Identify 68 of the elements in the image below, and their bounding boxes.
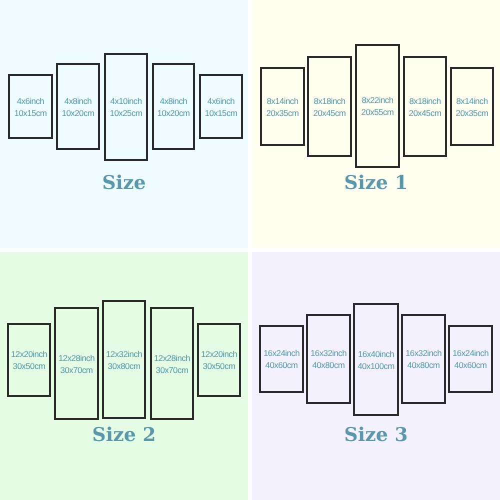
dimension-text: 16x32inch bbox=[405, 347, 442, 359]
dimension-text: 4x10inch bbox=[110, 95, 142, 107]
canvas-panel-outline bbox=[355, 44, 400, 168]
dimension-text: 10x25cm bbox=[110, 107, 142, 119]
dimension-text: 4x6inch bbox=[16, 94, 44, 106]
dimension-text: 12x20inch bbox=[200, 348, 238, 360]
canvas-panel-outline bbox=[353, 303, 399, 416]
dimension-text: 12x28inch bbox=[154, 352, 190, 364]
canvas-panel-outline bbox=[307, 56, 352, 157]
canvas-panel-outline bbox=[102, 300, 146, 419]
size-heading: Size 2 bbox=[92, 424, 156, 446]
dimension-text: 12x20inch bbox=[10, 348, 48, 360]
dimension-text: 20x45cm bbox=[408, 106, 442, 118]
dimension-text: 8x18inch bbox=[314, 94, 346, 106]
size-panel-background bbox=[0, 0, 248, 248]
dimension-text: 16x24inch bbox=[263, 347, 300, 359]
dimension-text: 4x8inch bbox=[64, 94, 92, 106]
dimension-text: 10x20cm bbox=[157, 106, 190, 118]
dimension-text: 20x35cm bbox=[266, 106, 299, 118]
dimension-text: 20x35cm bbox=[456, 106, 488, 118]
canvas-panel-outline bbox=[8, 74, 53, 139]
dimension-text: 30x70cm bbox=[60, 364, 93, 376]
canvas-panel-outline bbox=[152, 63, 195, 150]
dimension-text: 16x24inch bbox=[452, 347, 489, 359]
canvas-panel-outline bbox=[150, 307, 194, 420]
dimension-text: 10x15cm bbox=[204, 106, 238, 118]
dimension-text: 30x70cm bbox=[156, 364, 188, 376]
canvas-panel-outline bbox=[54, 307, 99, 420]
dimension-text: 16x40inch bbox=[358, 348, 394, 360]
dimension-text: 20x55cm bbox=[361, 106, 394, 118]
canvas-panel-outline bbox=[306, 314, 351, 404]
canvas-panel-outline bbox=[403, 56, 447, 157]
size-panel-background bbox=[252, 0, 500, 248]
dimension-text: 40x100cm bbox=[358, 360, 394, 372]
dimension-text: 30x80cm bbox=[108, 360, 140, 372]
dimension-text: 8x14inch bbox=[456, 94, 488, 106]
size-heading: Size 3 bbox=[344, 424, 408, 446]
dimension-text: 30x50cm bbox=[202, 360, 236, 372]
canvas-panel-outline bbox=[56, 63, 100, 150]
canvas-panel-outline bbox=[7, 323, 51, 397]
dimension-text: 8x14inch bbox=[266, 94, 298, 106]
canvas-panel-outline bbox=[259, 325, 304, 393]
size-panel-background bbox=[252, 252, 500, 500]
dimension-text: 30x50cm bbox=[12, 360, 46, 372]
dimension-text: 4x8inch bbox=[160, 94, 188, 106]
dimension-text: 10x20cm bbox=[62, 106, 94, 118]
size-heading: Size 1 bbox=[344, 172, 408, 194]
canvas-panel-outline bbox=[450, 67, 494, 146]
dimension-text: 20x45cm bbox=[313, 106, 346, 118]
canvas-panel-outline bbox=[104, 53, 148, 161]
dimension-text: 4x6inch bbox=[207, 94, 235, 106]
dimension-text: 8x18inch bbox=[409, 94, 441, 106]
size-heading: Size bbox=[102, 172, 146, 194]
canvas-panel-outline bbox=[401, 314, 446, 404]
size-panel-background bbox=[0, 252, 248, 500]
canvas-panel-outline bbox=[199, 74, 243, 139]
canvas-panel-outline bbox=[197, 323, 241, 397]
dimension-text: 12x32inch bbox=[106, 348, 142, 360]
canvas-panel-outline bbox=[260, 67, 305, 146]
dimension-text: 16x32inch bbox=[310, 347, 347, 359]
dimension-text: 40x60cm bbox=[265, 359, 298, 371]
dimension-text: 8x22inch bbox=[362, 94, 394, 106]
canvas-panel-outline bbox=[448, 325, 493, 393]
dimension-text: 40x60cm bbox=[454, 359, 487, 371]
dimension-text: 10x15cm bbox=[14, 106, 47, 118]
dimension-text: 12x28inch bbox=[58, 352, 95, 364]
dimension-text: 40x80cm bbox=[407, 359, 440, 371]
dimension-text: 40x80cm bbox=[312, 359, 345, 371]
